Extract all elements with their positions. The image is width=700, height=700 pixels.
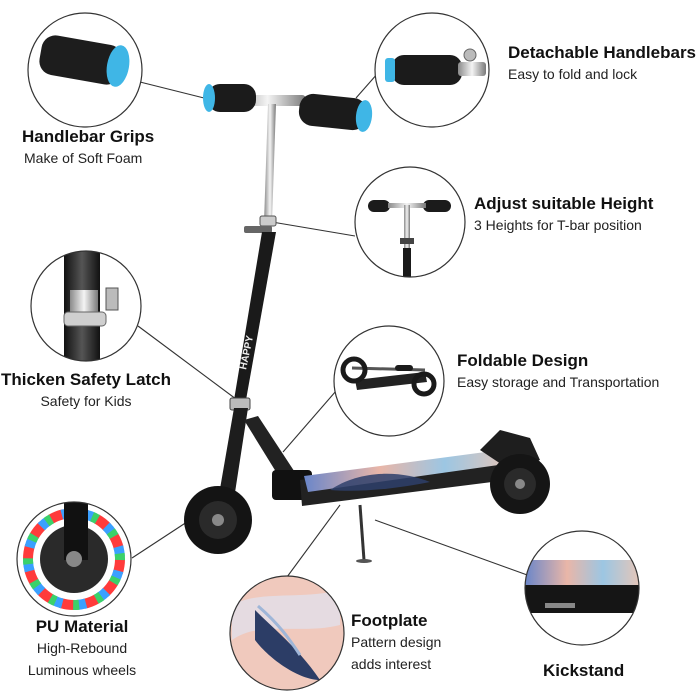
callout-lines [131, 72, 531, 578]
footplate-title: Footplate [351, 611, 428, 630]
detail-detachable-circle [374, 12, 490, 128]
footplate-label: Footplate Pattern design adds interest [351, 611, 441, 675]
wheels-subtitle-2: Luminous wheels [27, 662, 137, 678]
detachable-title: Detachable Handlebars [508, 43, 697, 62]
grips-title: Handlebar Grips [22, 127, 155, 146]
grips-label: Handlebar Grips Make of Soft Foam [22, 127, 154, 169]
wheels-subtitle-1: High-Rebound [36, 640, 128, 656]
scooter: HAPPY [184, 84, 550, 563]
foldable-label: Foldable Design Easy storage and Transpo… [457, 351, 659, 393]
height-title: Adjust suitable Height [474, 194, 654, 213]
footplate-subtitle-1: Pattern design [351, 634, 442, 650]
foldable-title: Foldable Design [457, 351, 589, 370]
detail-footplate-circle [229, 575, 345, 691]
kickstand-label: Kickstand [543, 661, 624, 681]
detachable-subtitle: Easy to fold and lock [508, 66, 638, 82]
grips-subtitle: Make of Soft Foam [24, 150, 143, 166]
detachable-label: Detachable Handlebars Easy to fold and l… [508, 43, 696, 85]
detail-grips-circle [27, 12, 143, 128]
latch-subtitle: Safety for Kids [40, 393, 132, 409]
detail-kickstand-circle [524, 530, 640, 646]
detail-foldable-circle [333, 325, 445, 437]
height-subtitle: 3 Heights for T-bar position [474, 217, 642, 233]
wheels-title: PU Material [35, 617, 129, 636]
latch-title: Thicken Safety Latch [0, 370, 172, 389]
footplate-subtitle-2: adds interest [351, 656, 432, 672]
kickstand-title: Kickstand [543, 661, 625, 680]
wheels-label: PU Material High-Rebound Luminous wheels [12, 617, 152, 681]
detail-latch-circle [30, 250, 142, 362]
latch-label: Thicken Safety Latch Safety for Kids [0, 370, 172, 412]
height-label: Adjust suitable Height 3 Heights for T-b… [474, 194, 653, 236]
foldable-subtitle: Easy storage and Transportation [457, 374, 660, 390]
detail-height-circle [354, 166, 466, 278]
detail-wheel-circle [16, 501, 132, 617]
